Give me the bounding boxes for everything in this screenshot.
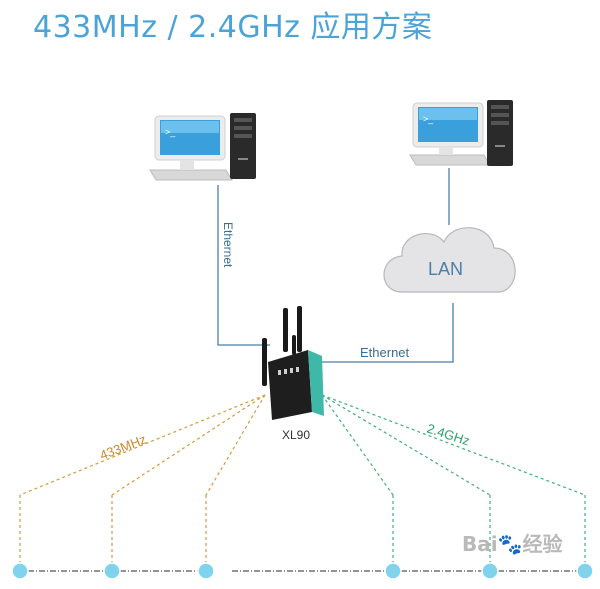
ethernet-links xyxy=(217,168,454,363)
sensor-node-icon xyxy=(576,562,594,580)
sensor-nodes xyxy=(11,562,594,580)
sensor-node-icon xyxy=(481,562,499,580)
router-icon xyxy=(262,306,324,420)
watermark-logo: Bai🐾经验 xyxy=(462,532,563,556)
sensor-node-icon xyxy=(384,562,402,580)
ethernet-left-label: Ethernet xyxy=(221,222,235,268)
svg-text:>_: >_ xyxy=(165,127,176,137)
page-title: 433MHz / 2.4GHz 应用方案 xyxy=(33,10,433,45)
band-433-label: 433MHz xyxy=(98,431,149,462)
sensor-node-icon xyxy=(11,562,29,580)
radio-links-24 xyxy=(321,394,586,570)
band-24-label: 2.4GHz xyxy=(425,421,472,449)
sensor-node-icon xyxy=(103,562,121,580)
sensor-node-icon xyxy=(197,562,215,580)
desktop-computer-icon-left: >_ xyxy=(149,113,256,181)
left-ethernet-line xyxy=(217,185,270,346)
ethernet-right-label: Ethernet xyxy=(360,345,410,360)
lan-label: LAN xyxy=(428,259,463,279)
desktop-computer-icon-right: >_ xyxy=(409,100,513,166)
lan-to-router-line xyxy=(322,303,454,363)
svg-text:>_: >_ xyxy=(423,114,434,124)
device-label: XL90 xyxy=(282,428,310,442)
cloud-icon: LAN xyxy=(383,227,516,293)
radio-links-433 xyxy=(19,394,266,570)
